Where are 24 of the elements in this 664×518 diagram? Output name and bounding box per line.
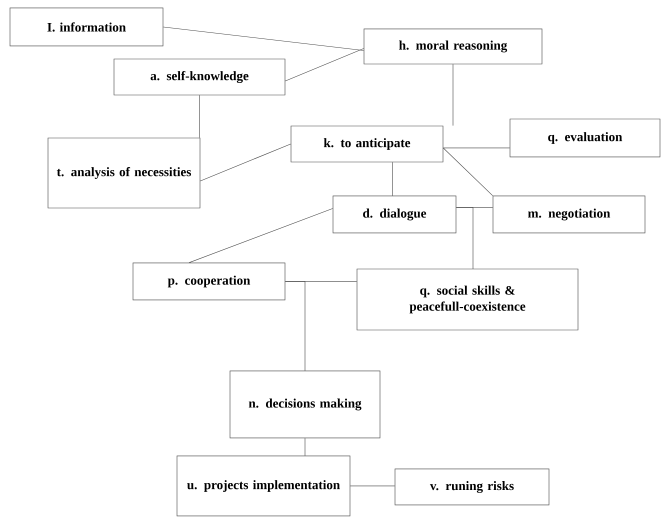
connector-line	[456, 207, 474, 270]
connector-line	[392, 162, 393, 196]
concept-box: h. moral reasoning	[364, 28, 542, 64]
concept-box: n. decisions making	[230, 370, 380, 438]
connector-line	[199, 95, 200, 138]
connector-line	[285, 48, 364, 82]
connector-line	[285, 281, 306, 371]
concept-box: a. self-knowledge	[114, 58, 286, 96]
connector-line	[188, 208, 333, 263]
concept-box: k. to anticipate	[290, 126, 444, 162]
concept-box: d. dialogue	[332, 196, 456, 234]
concept-box: u. projects implementation	[176, 456, 350, 516]
concept-box: t. analysis of necessities	[48, 138, 200, 208]
connector-line	[443, 148, 493, 196]
connector-line	[200, 144, 291, 182]
connector-line	[304, 438, 306, 456]
concept-box: q. evaluation	[510, 118, 660, 158]
connector-line	[452, 64, 454, 126]
concept-box: v. runing risks	[394, 468, 550, 506]
concept-box: I. information	[10, 8, 164, 46]
connector-line	[163, 26, 364, 51]
concept-box: q. social skills & peacefull-coexistence	[356, 268, 578, 330]
concept-box: m. negotiation	[492, 196, 646, 234]
concept-box: p. cooperation	[132, 262, 286, 300]
